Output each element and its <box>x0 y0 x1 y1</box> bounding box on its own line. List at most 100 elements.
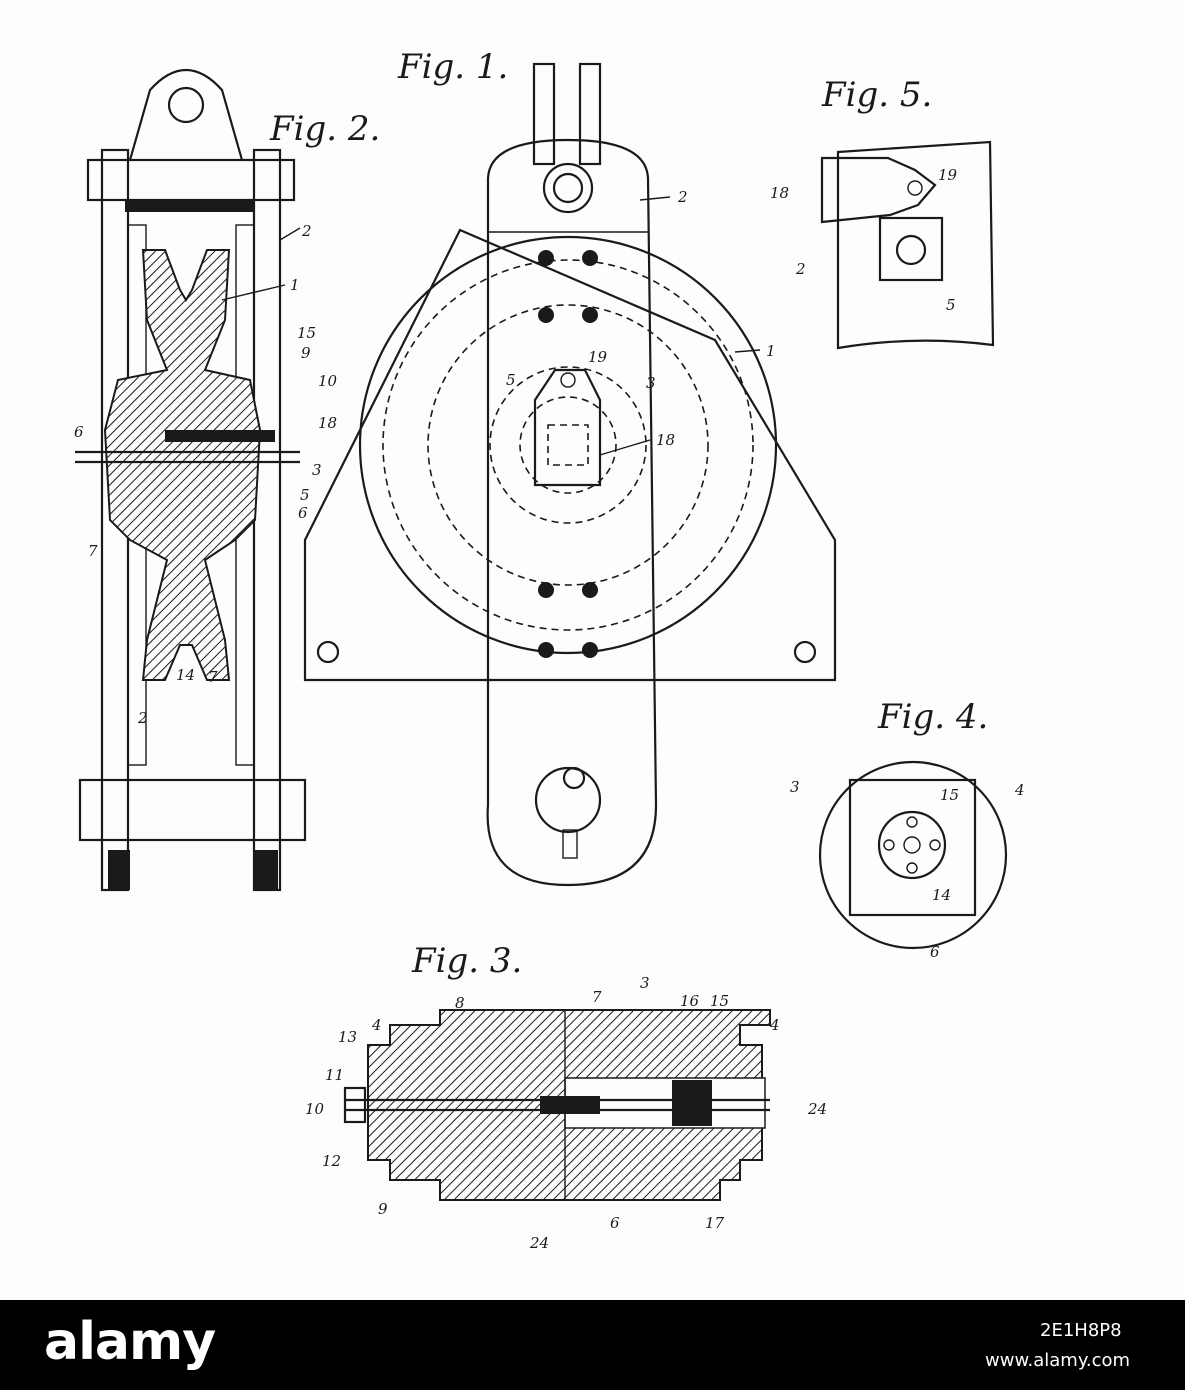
fig1-leader <box>639 196 671 201</box>
fig4-numeral: 3 <box>790 778 800 796</box>
fig2-top-eye <box>167 86 205 124</box>
fig1-strap <box>486 138 658 887</box>
fig1-mount-hole-right <box>793 640 817 664</box>
fig3-numeral: 15 <box>710 992 729 1010</box>
fig1-sheave-outer <box>358 235 778 655</box>
figure-2: Fig. 2. 2 1 15 9 10 6 18 3 5 6 7 14 <box>74 68 380 892</box>
fig2-numeral: 1 <box>290 276 300 294</box>
fig1-shackle-pin <box>562 829 578 859</box>
fig1-leader <box>734 349 761 353</box>
stock-footer-bar: alamy 2E1H8P8 www.alamy.com <box>0 1300 1185 1390</box>
fig3-numeral: 10 <box>305 1100 325 1118</box>
fig2-numeral: 2 <box>137 709 148 727</box>
fig1-numeral: 19 <box>588 348 608 366</box>
fig1-numeral: 2 <box>677 188 688 206</box>
fig3-numeral: 4 <box>769 1016 780 1034</box>
fig1-lower-shackle <box>534 766 602 834</box>
fig2-top-eye-head <box>128 68 244 161</box>
fig2-axle-bar <box>165 430 275 442</box>
image-id: 2E1H8P8 <box>1040 1320 1122 1341</box>
fig4-bolt-hole <box>883 839 895 851</box>
fig5-plate <box>836 140 995 350</box>
fig1-axle-square <box>547 424 589 466</box>
fig1-top-eye-outer <box>542 162 594 214</box>
fig1-title: Fig. 1. <box>397 47 508 87</box>
fig5-numeral: 5 <box>946 296 956 314</box>
fig1-rivet <box>582 307 598 323</box>
fig4-numeral: 6 <box>930 943 940 961</box>
fig2-numeral: 6 <box>298 504 308 522</box>
fig1-side-plate <box>303 228 837 682</box>
fig1-rivet <box>538 642 554 658</box>
fig5-numeral: 2 <box>795 260 806 278</box>
fig4-numeral: 14 <box>932 886 951 904</box>
fig1-numeral: 5 <box>506 371 516 389</box>
site-url: www.alamy.com <box>985 1350 1131 1371</box>
fig5-square-block <box>878 216 944 282</box>
fig3-numeral: 11 <box>325 1066 344 1084</box>
fig1-rivet <box>538 307 554 323</box>
fig1-sheave-dashed-outer <box>382 259 754 631</box>
fig3-numeral: 3 <box>640 974 650 992</box>
figure-1: Fig. 1. <box>303 47 837 887</box>
fig1-hook-prong-left <box>532 62 556 166</box>
fig3-numeral: 24 <box>807 1100 827 1118</box>
fig2-numeral: 18 <box>318 414 337 432</box>
fig2-leader <box>221 284 286 301</box>
fig3-numeral: 8 <box>455 994 465 1012</box>
fig3-thread <box>540 1096 600 1114</box>
fig1-sheave-dashed-hub <box>489 366 647 524</box>
fig2-top-pin <box>86 158 296 202</box>
fig1-rivet <box>538 582 554 598</box>
fig1-numeral: 3 <box>646 374 656 392</box>
fig2-title: Fig. 2. <box>269 109 380 149</box>
fig1-hook-prong-right <box>578 62 602 166</box>
fig2-bottom-pin <box>78 778 307 842</box>
fig1-rivet <box>582 250 598 266</box>
fig4-hub <box>877 810 947 880</box>
fig2-numeral: 9 <box>301 344 311 362</box>
fig2-bottom-foot-right <box>254 850 278 890</box>
fig1-lower-shackle-eye <box>562 766 586 790</box>
figure-4: Fig. 4. 3 15 4 14 6 <box>790 697 1025 961</box>
fig5-numeral: 19 <box>938 166 958 184</box>
fig3-numeral: 24 <box>529 1234 549 1252</box>
fig3-title: Fig. 3. <box>411 941 522 981</box>
fig3-numeral: 7 <box>592 988 602 1006</box>
fig3-numeral: 6 <box>610 1214 620 1232</box>
fig4-bore <box>903 836 921 854</box>
fig2-numeral: 15 <box>297 324 316 342</box>
fig1-top-eye-inner <box>552 172 584 204</box>
fig4-square <box>848 778 977 917</box>
fig5-square-hole <box>895 234 927 266</box>
fig2-top-bar <box>125 200 255 212</box>
fig1-mount-hole-left <box>316 640 340 664</box>
fig2-sheave-section <box>103 249 262 681</box>
fig2-numeral: 3 <box>312 461 322 479</box>
fig4-numeral: 4 <box>1014 781 1025 799</box>
fig1-numeral: 18 <box>656 431 675 449</box>
fig1-rivet <box>538 250 554 266</box>
fig4-bolt-hole <box>906 816 918 828</box>
fig4-title: Fig. 4. <box>877 697 988 737</box>
fig1-sheave-dashed-bore <box>519 396 617 494</box>
fig3-numeral: 12 <box>322 1152 341 1170</box>
fig5-latch <box>820 156 937 224</box>
fig3-numeral: 9 <box>378 1200 388 1218</box>
fig4-bolt-hole <box>906 862 918 874</box>
fig1-leader <box>599 439 651 456</box>
fig3-numeral: 4 <box>371 1016 382 1034</box>
fig5-title: Fig. 5. <box>821 75 932 115</box>
fig4-numeral: 15 <box>940 786 959 804</box>
fig1-lock-plate <box>533 368 602 487</box>
fig2-numeral: 2 <box>301 222 312 240</box>
fig2-numeral: 14 <box>176 666 195 684</box>
fig1-rivet <box>582 582 598 598</box>
fig2-numeral: 10 <box>318 372 338 390</box>
figure-3: Fig. 3. 13 4 8 7 3 16 15 4 11 10 12 24 9… <box>305 941 827 1252</box>
fig3-numeral: 16 <box>680 992 700 1010</box>
fig2-numeral: 5 <box>300 486 310 504</box>
fig4-bolt-hole <box>929 839 941 851</box>
fig1-lock-hole <box>560 372 576 388</box>
fig1-sheave-dashed-mid <box>427 304 709 586</box>
